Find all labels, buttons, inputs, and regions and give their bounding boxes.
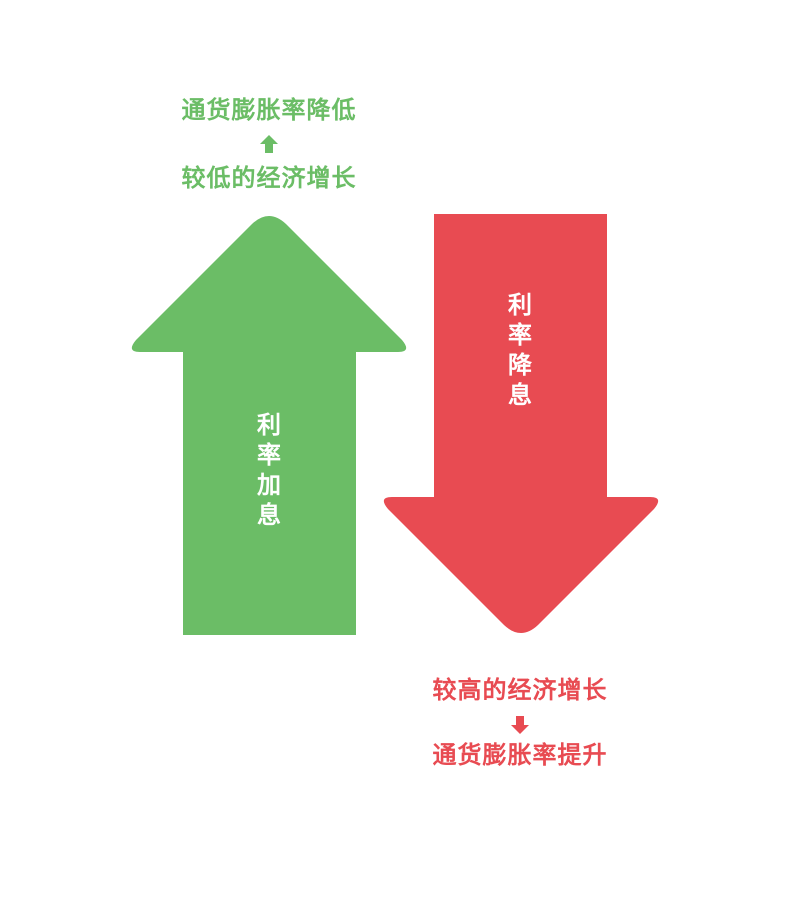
up-arrow-char: 息	[257, 501, 281, 529]
down-arrow-shape	[383, 214, 659, 633]
up-arrow-char: 加	[257, 471, 281, 499]
down-arrow-label: 利 率 降 息	[490, 290, 550, 410]
up-arrow-char: 利	[257, 411, 281, 439]
down-arrow-char: 利	[508, 291, 532, 319]
green-top-text: 通货膨胀率降低	[181, 96, 357, 124]
down-arrow-icon	[511, 716, 529, 734]
up-arrow-char: 率	[257, 441, 281, 469]
down-arrow-char: 息	[508, 381, 532, 409]
down-arrow-char: 率	[508, 321, 532, 349]
up-arrow-shape	[131, 216, 407, 635]
green-bottom-text: 较低的经济增长	[181, 164, 357, 192]
up-arrow-label: 利 率 加 息	[239, 410, 299, 530]
red-bottom-text: 通货膨胀率提升	[432, 741, 608, 769]
up-arrow-icon	[260, 135, 278, 153]
down-arrow-char: 降	[508, 351, 532, 379]
red-top-text: 较高的经济增长	[432, 676, 608, 704]
